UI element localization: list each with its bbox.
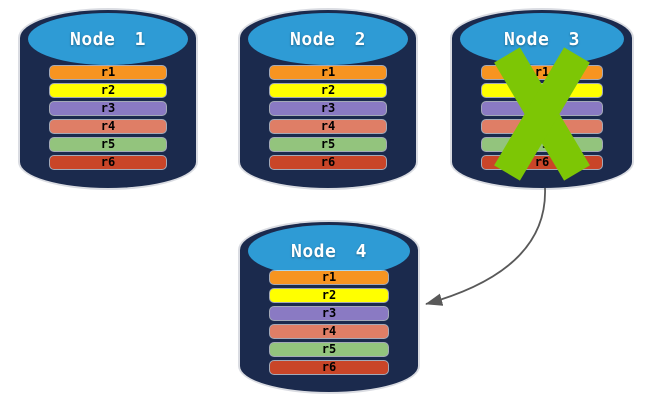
- row-list: r1 r2 r3 r4 r5 r6: [270, 271, 388, 374]
- row-label: r6: [100, 155, 116, 169]
- row-label: r2: [320, 83, 336, 97]
- failover-arrow: [425, 187, 546, 306]
- cylinder-top: Node 2: [248, 13, 408, 65]
- row-r3: r3: [270, 307, 388, 320]
- row-label: r4: [534, 119, 550, 133]
- row-r3: r3: [270, 102, 386, 115]
- row-r4: r4: [50, 120, 166, 133]
- cylinder-top: Node 4: [248, 225, 410, 277]
- row-r2: r2: [482, 84, 602, 97]
- node-title: Node 2: [289, 28, 367, 50]
- row-label: r6: [321, 360, 337, 374]
- row-label: r2: [321, 288, 337, 302]
- row-r1: r1: [270, 271, 388, 284]
- row-label: r5: [321, 342, 337, 356]
- row-label: r5: [320, 137, 336, 151]
- row-r3: r3: [50, 102, 166, 115]
- row-r4: r4: [270, 325, 388, 338]
- row-r1: r1: [50, 66, 166, 79]
- row-r4: r4: [270, 120, 386, 133]
- node-title: Node 4: [290, 240, 368, 262]
- row-r1: r1: [482, 66, 602, 79]
- row-label: r6: [320, 155, 336, 169]
- row-r6: r6: [482, 156, 602, 169]
- row-r4: r4: [482, 120, 602, 133]
- row-label: r2: [100, 83, 116, 97]
- node-1: Node 1 r1 r2 r3 r4 r5 r6: [20, 10, 196, 188]
- row-list: r1 r2 r3 r4 r5 r6: [270, 66, 386, 169]
- row-label: r1: [534, 65, 550, 79]
- node-3: Node 3 r1 r2 r3 r4 r5 r6: [452, 10, 632, 188]
- row-r5: r5: [270, 138, 386, 151]
- row-r5: r5: [50, 138, 166, 151]
- row-r3: r3: [482, 102, 602, 115]
- node-2: Node 2 r1 r2 r3 r4 r5 r6: [240, 10, 416, 188]
- cylinder-top: Node 3: [460, 13, 624, 65]
- row-r5: r5: [270, 343, 388, 356]
- row-r5: r5: [482, 138, 602, 151]
- row-label: r1: [320, 65, 336, 79]
- row-label: r4: [321, 324, 337, 338]
- row-r2: r2: [270, 84, 386, 97]
- cylinder-top: Node 1: [28, 13, 188, 65]
- row-label: r3: [534, 101, 550, 115]
- row-label: r1: [100, 65, 116, 79]
- row-label: r2: [534, 83, 550, 97]
- row-label: r5: [534, 137, 550, 151]
- row-label: r3: [100, 101, 116, 115]
- row-r2: r2: [270, 289, 388, 302]
- row-label: r5: [100, 137, 116, 151]
- row-r1: r1: [270, 66, 386, 79]
- row-label: r6: [534, 155, 550, 169]
- row-list: r1 r2 r3 r4 r5 r6: [50, 66, 166, 169]
- row-label: r4: [320, 119, 336, 133]
- row-r2: r2: [50, 84, 166, 97]
- row-label: r3: [320, 101, 336, 115]
- node-title: Node 1: [69, 28, 147, 50]
- row-label: r3: [321, 306, 337, 320]
- node-4: Node 4 r1 r2 r3 r4 r5 r6: [240, 222, 418, 392]
- row-r6: r6: [270, 156, 386, 169]
- row-r6: r6: [50, 156, 166, 169]
- row-label: r1: [321, 270, 337, 284]
- row-r6: r6: [270, 361, 388, 374]
- node-title: Node 3: [503, 28, 581, 50]
- row-list: r1 r2 r3 r4 r5 r6: [482, 66, 602, 169]
- row-label: r4: [100, 119, 116, 133]
